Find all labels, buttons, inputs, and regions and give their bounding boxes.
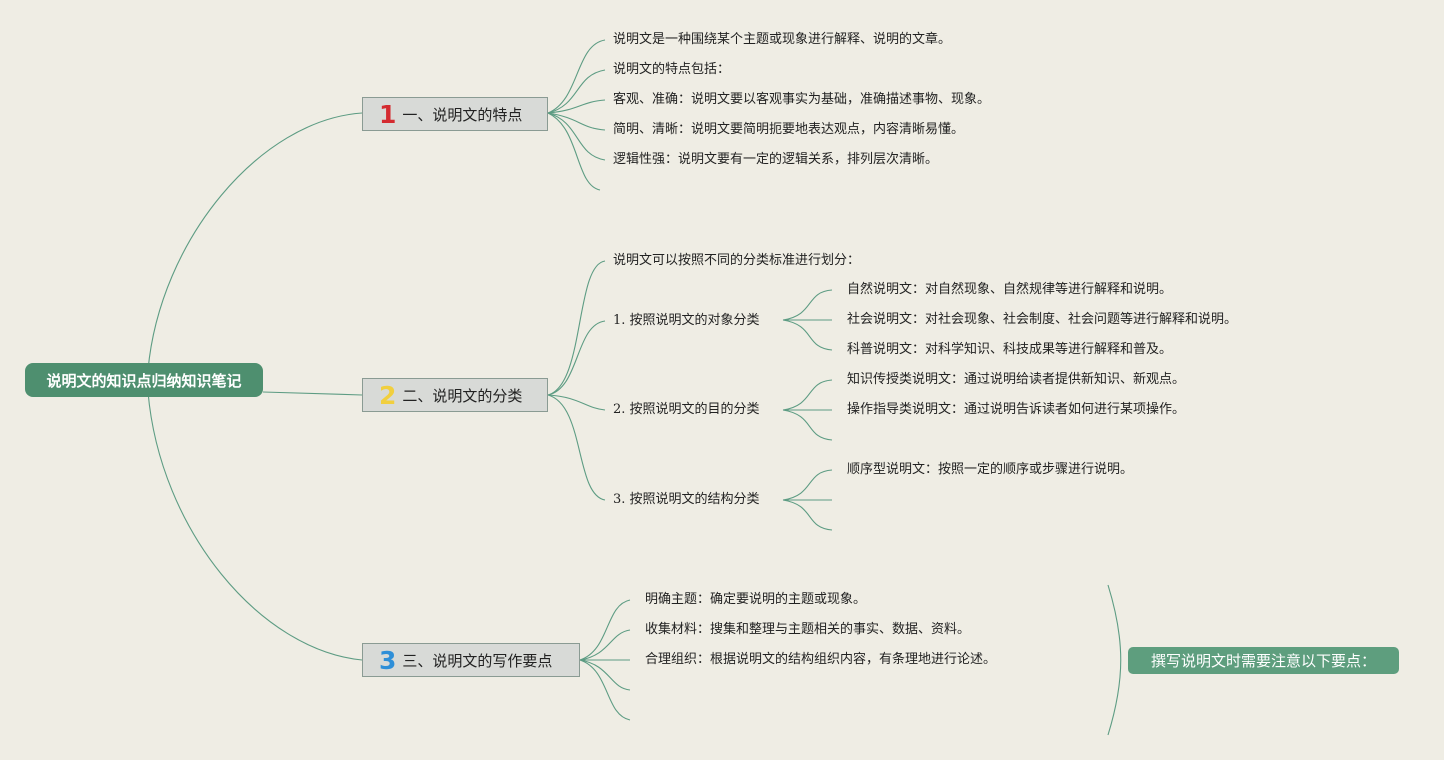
b1-leaf-5[interactable]: 逻辑性强：说明文要有一定的逻辑关系，排列层次清晰。 xyxy=(613,152,939,167)
number-3-icon: 3 xyxy=(379,645,397,675)
link-s1-leaf3 xyxy=(782,319,833,351)
link-s3-leaf3 xyxy=(782,499,833,531)
root-title: 说明文的知识点归纳知识笔记 xyxy=(46,371,242,390)
b3-leaf-3[interactable]: 合理组织：根据说明文的结构组织内容，有条理地进行论述。 xyxy=(645,652,997,667)
link-s1-leaf1 xyxy=(782,289,833,321)
link-b3-leaf4 xyxy=(579,659,631,691)
b1-leaf-1[interactable]: 说明文是一种围绕某个主题或现象进行解释、说明的文章。 xyxy=(613,32,952,47)
root-topic[interactable]: 说明文的知识点归纳知识笔记 xyxy=(25,363,263,397)
s1-leaf-1[interactable]: 自然说明文：对自然现象、自然规律等进行解释和说明。 xyxy=(847,282,1173,297)
b2-sub-2[interactable]: 2. 按照说明文的目的分类 xyxy=(613,402,760,417)
s3-leaf-1[interactable]: 顺序型说明文：按照一定的顺序或步骤进行说明。 xyxy=(847,462,1134,477)
link-b1-leaf2 xyxy=(547,69,606,114)
b1-leaf-3[interactable]: 客观、准确：说明文要以客观事实为基础，准确描述事物、现象。 xyxy=(613,92,991,107)
link-s2-leaf1 xyxy=(782,379,833,411)
link-b3-leaf5 xyxy=(579,659,631,721)
b2-intro[interactable]: 说明文可以按照不同的分类标准进行划分： xyxy=(613,253,861,268)
branch-2-label: 二、说明文的分类 xyxy=(402,386,523,405)
link-b1-leaf4 xyxy=(547,112,606,131)
link-b1-leaf3 xyxy=(547,99,606,114)
b1-leaf-4[interactable]: 简明、清晰：说明文要简明扼要地表达观点，内容清晰易懂。 xyxy=(613,122,965,137)
link-root-branch1 xyxy=(147,112,363,371)
b3-leaf-2[interactable]: 收集材料：搜集和整理与主题相关的事实、数据、资料。 xyxy=(645,622,971,637)
link-b3-leaf2 xyxy=(579,629,631,661)
b2-sub-1[interactable]: 1. 按照说明文的对象分类 xyxy=(613,313,760,328)
link-b2-sub2 xyxy=(547,394,606,411)
summary-note[interactable]: 撰写说明文时需要注意以下要点： xyxy=(1128,647,1399,674)
number-2-icon: 2 xyxy=(379,380,397,410)
link-b2-intro xyxy=(547,260,606,396)
number-1-icon: 1 xyxy=(379,99,397,129)
link-b3-leaf1 xyxy=(579,599,631,661)
summary-note-text: 撰写说明文时需要注意以下要点： xyxy=(1150,652,1376,670)
link-root-branch3 xyxy=(147,391,363,661)
link-b2-sub3 xyxy=(547,394,606,501)
link-b1-leaf1 xyxy=(547,39,606,114)
s1-leaf-3[interactable]: 科普说明文：对科学知识、科技成果等进行解释和普及。 xyxy=(847,342,1173,357)
b2-sub-3[interactable]: 3. 按照说明文的结构分类 xyxy=(613,492,760,507)
branch-2-classification[interactable]: 2 二、说明文的分类 xyxy=(362,378,548,412)
branch-1-label: 一、说明文的特点 xyxy=(402,105,523,124)
summary-bracket xyxy=(1107,584,1122,736)
link-root-branch2 xyxy=(262,391,363,396)
branch-3-writing-points[interactable]: 3 三、说明文的写作要点 xyxy=(362,643,580,677)
link-b1-leaf5 xyxy=(547,112,606,161)
link-s3-leaf1 xyxy=(782,469,833,501)
branch-3-label: 三、说明文的写作要点 xyxy=(402,651,553,670)
s1-leaf-2[interactable]: 社会说明文：对社会现象、社会制度、社会问题等进行解释和说明。 xyxy=(847,312,1238,327)
link-b2-sub1 xyxy=(547,320,606,396)
b1-leaf-2[interactable]: 说明文的特点包括： xyxy=(613,62,731,77)
b3-leaf-1[interactable]: 明确主题：确定要说明的主题或现象。 xyxy=(645,592,867,607)
link-b1-leaf6 xyxy=(547,112,601,191)
branch-1-features[interactable]: 1 一、说明文的特点 xyxy=(362,97,548,131)
s2-leaf-2[interactable]: 操作指导类说明文：通过说明告诉读者如何进行某项操作。 xyxy=(847,402,1186,417)
link-s2-leaf3 xyxy=(782,409,833,441)
s2-leaf-1[interactable]: 知识传授类说明文：通过说明给读者提供新知识、新观点。 xyxy=(847,372,1186,387)
